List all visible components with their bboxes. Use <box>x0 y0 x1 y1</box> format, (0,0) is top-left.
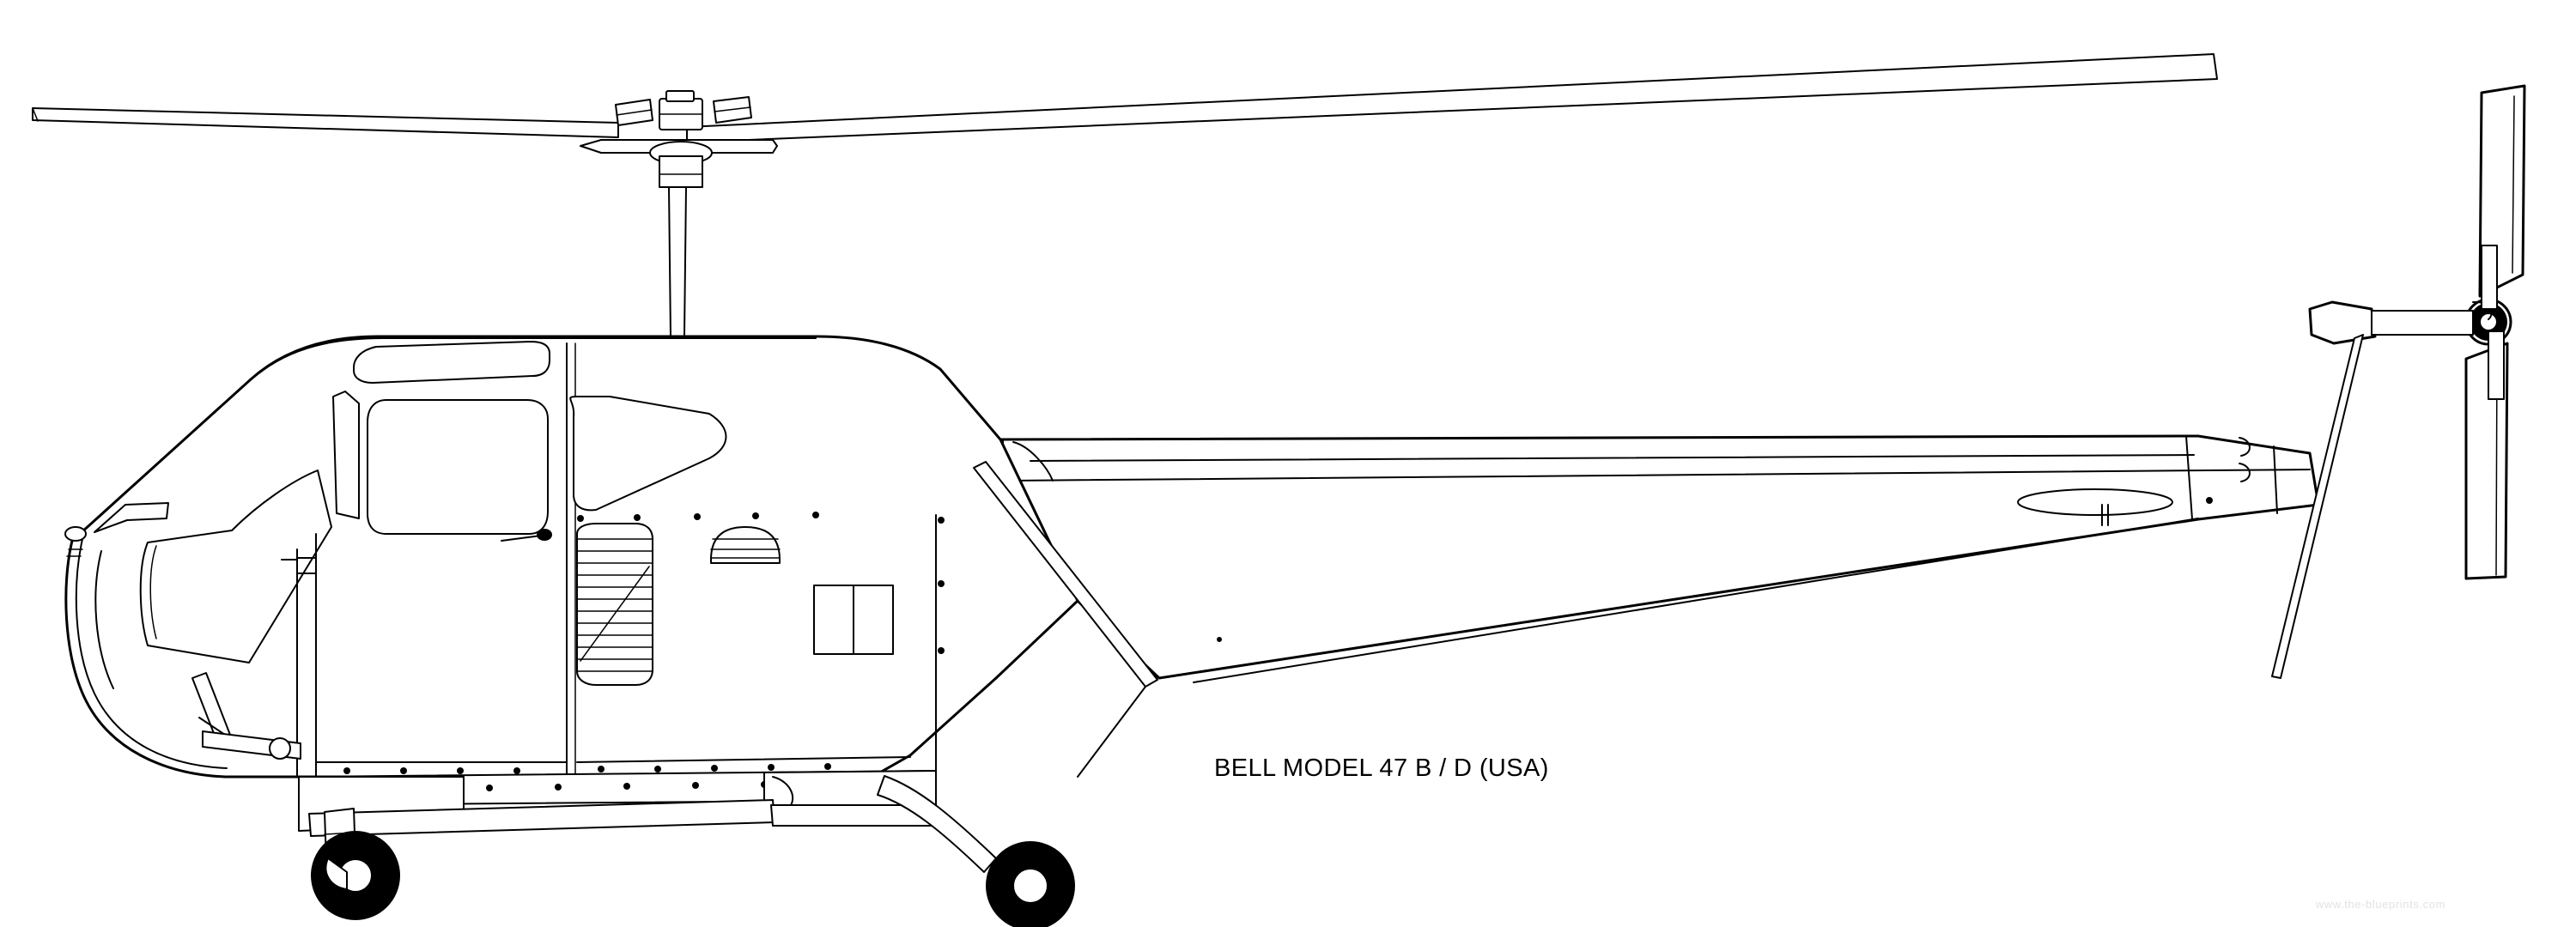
boom-brace-strut <box>973 461 1158 778</box>
door-handle <box>501 529 552 542</box>
main-rotor-blade-right <box>686 53 2218 143</box>
tail-rotor-blade-upper <box>2478 84 2526 310</box>
main-wheel <box>986 841 1075 927</box>
rear-cabin-window <box>569 396 727 512</box>
nose-wheel <box>311 831 400 920</box>
landing-gear-frame <box>298 770 997 894</box>
main-rotor-hub <box>615 90 752 188</box>
main-rotor-blade-left <box>32 107 619 138</box>
rotor-mast <box>668 186 687 337</box>
tail-rotor-blade-lower <box>2464 330 2509 580</box>
roof-window <box>353 341 550 384</box>
tail-rotor-guard-strut <box>2271 334 2364 679</box>
watermark: www.the-blueprints.com <box>2315 898 2445 911</box>
engine-louver-large <box>576 523 653 686</box>
quarter-window <box>332 391 360 519</box>
fuselage-panel-lines <box>315 512 945 778</box>
canopy-frame <box>64 337 817 769</box>
nose-strut <box>191 672 301 760</box>
windshield <box>139 470 332 663</box>
horizontal-stabilizer <box>2017 488 2173 526</box>
access-panel <box>813 585 894 655</box>
cabin <box>64 335 1079 779</box>
tail-boom <box>999 434 2320 683</box>
boom-rivets <box>1217 637 1222 642</box>
door-window <box>367 399 549 535</box>
page-title: BELL MODEL 47 B / D (USA) <box>1214 754 1549 782</box>
tail-rotor-gearbox <box>2308 298 2512 346</box>
engine-louver-small <box>710 526 781 564</box>
